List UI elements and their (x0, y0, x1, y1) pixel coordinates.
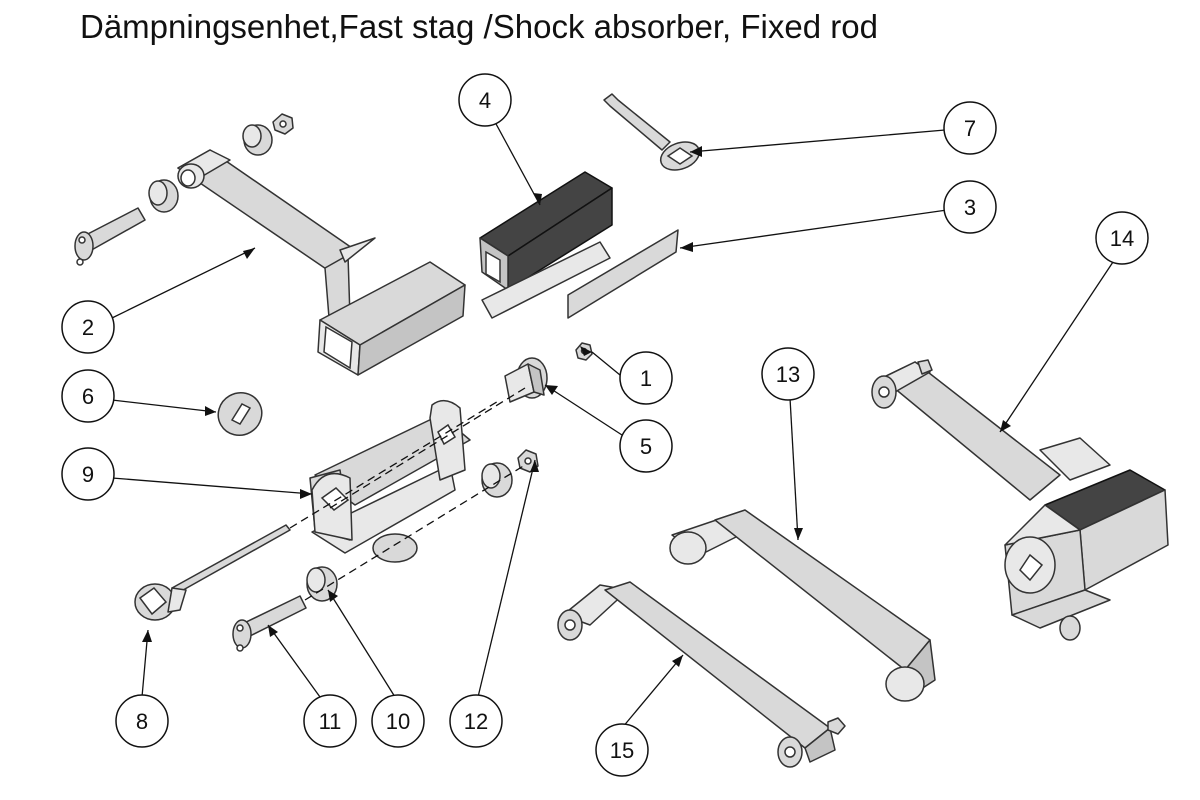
callout-8: 8 (115, 694, 169, 748)
part-15-eye-arm (557, 581, 846, 768)
callout-label: 15 (610, 738, 634, 763)
callout-label: 12 (464, 709, 488, 734)
callout-6: 6 (61, 369, 115, 423)
callout-label: 7 (964, 116, 976, 141)
diagram-title: Dämpningsenhet,Fast stag /Shock absorber… (80, 8, 878, 45)
leader-lines (111, 121, 1114, 729)
callout-label: 1 (640, 366, 652, 391)
callout-label: 4 (479, 88, 491, 113)
callout-12: 12 (449, 694, 503, 748)
callout-4: 4 (458, 73, 512, 127)
part-14-complete-assembly (871, 359, 1169, 641)
callout-3: 3 (943, 180, 997, 234)
callout-1: 1 (619, 351, 673, 405)
callout-label: 11 (319, 709, 342, 734)
callout-15: 15 (595, 723, 649, 777)
callout-label: 6 (82, 384, 94, 409)
part-5-square-pin (504, 357, 548, 403)
callout-13: 13 (761, 347, 815, 401)
callout-7: 7 (943, 101, 997, 155)
part-2-arm-assembly (74, 113, 466, 376)
part-6-washer (217, 391, 263, 437)
part-10-upper-bushing (481, 462, 513, 498)
callout-label: 3 (964, 195, 976, 220)
callout-label: 8 (136, 709, 148, 734)
part-4-rubber-element (479, 171, 613, 291)
callout-14: 14 (1095, 211, 1149, 265)
part-13-long-arm (669, 509, 936, 702)
callout-10: 10 (371, 694, 425, 748)
callout-label: 5 (640, 434, 652, 459)
callout-label: 9 (82, 462, 94, 487)
callout-label: 13 (776, 362, 800, 387)
callout-label: 2 (82, 315, 94, 340)
part-9-bracket (309, 399, 471, 563)
part-8-axle (134, 524, 291, 621)
callout-label: 10 (386, 709, 410, 734)
part-11-bolt (232, 595, 307, 652)
part-7-wrench (603, 93, 701, 171)
callout-label: 14 (1110, 226, 1134, 251)
assembly-axis-line (304, 464, 526, 601)
callout-5: 5 (619, 419, 673, 473)
assembly-axis-line (289, 399, 501, 529)
callout-9: 9 (61, 447, 115, 501)
callout-2: 2 (61, 300, 115, 354)
part-3-shim-plates (481, 229, 679, 319)
callout-11: 11 (303, 694, 357, 748)
